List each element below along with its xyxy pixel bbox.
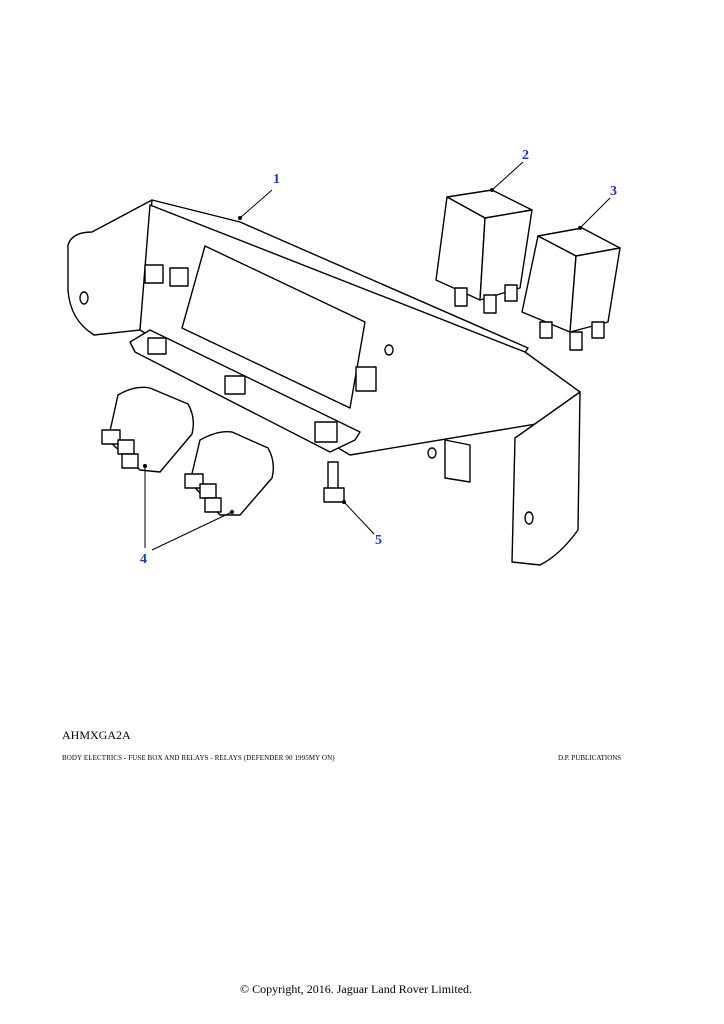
copyright-notice: © Copyright, 2016. Jaguar Land Rover Lim… bbox=[239, 982, 473, 996]
mounting-bracket bbox=[67, 199, 581, 566]
leader-3-dot bbox=[578, 226, 582, 230]
callout-1: 1 bbox=[273, 172, 280, 187]
callout-3: 3 bbox=[610, 184, 617, 199]
leader-5-dot bbox=[342, 500, 346, 504]
figure-caption: BODY ELECTRICS - FUSE BOX AND RELAYS - R… bbox=[62, 754, 335, 762]
leader-2 bbox=[491, 161, 524, 191]
callout-4: 4 bbox=[140, 552, 147, 567]
callout-5: 5 bbox=[375, 533, 382, 548]
publisher-label: D.P. PUBLICATIONS bbox=[558, 754, 622, 762]
leader-4a-dot bbox=[143, 464, 147, 468]
leader-1 bbox=[239, 189, 273, 219]
screw bbox=[323, 461, 345, 503]
leader-5 bbox=[343, 501, 375, 535]
leader-2-dot bbox=[490, 188, 494, 192]
leader-3 bbox=[579, 197, 611, 229]
leader-4b-dot bbox=[230, 510, 234, 514]
relay-3 bbox=[521, 227, 621, 351]
callout-2: 2 bbox=[522, 148, 529, 163]
relay-2 bbox=[435, 189, 533, 314]
leader-4b bbox=[151, 511, 233, 551]
leader-1-dot bbox=[238, 216, 242, 220]
relay-4-left bbox=[101, 386, 195, 473]
figure-reference-code: AHMXGA2A bbox=[62, 728, 131, 742]
relay-4-right bbox=[184, 430, 275, 516]
